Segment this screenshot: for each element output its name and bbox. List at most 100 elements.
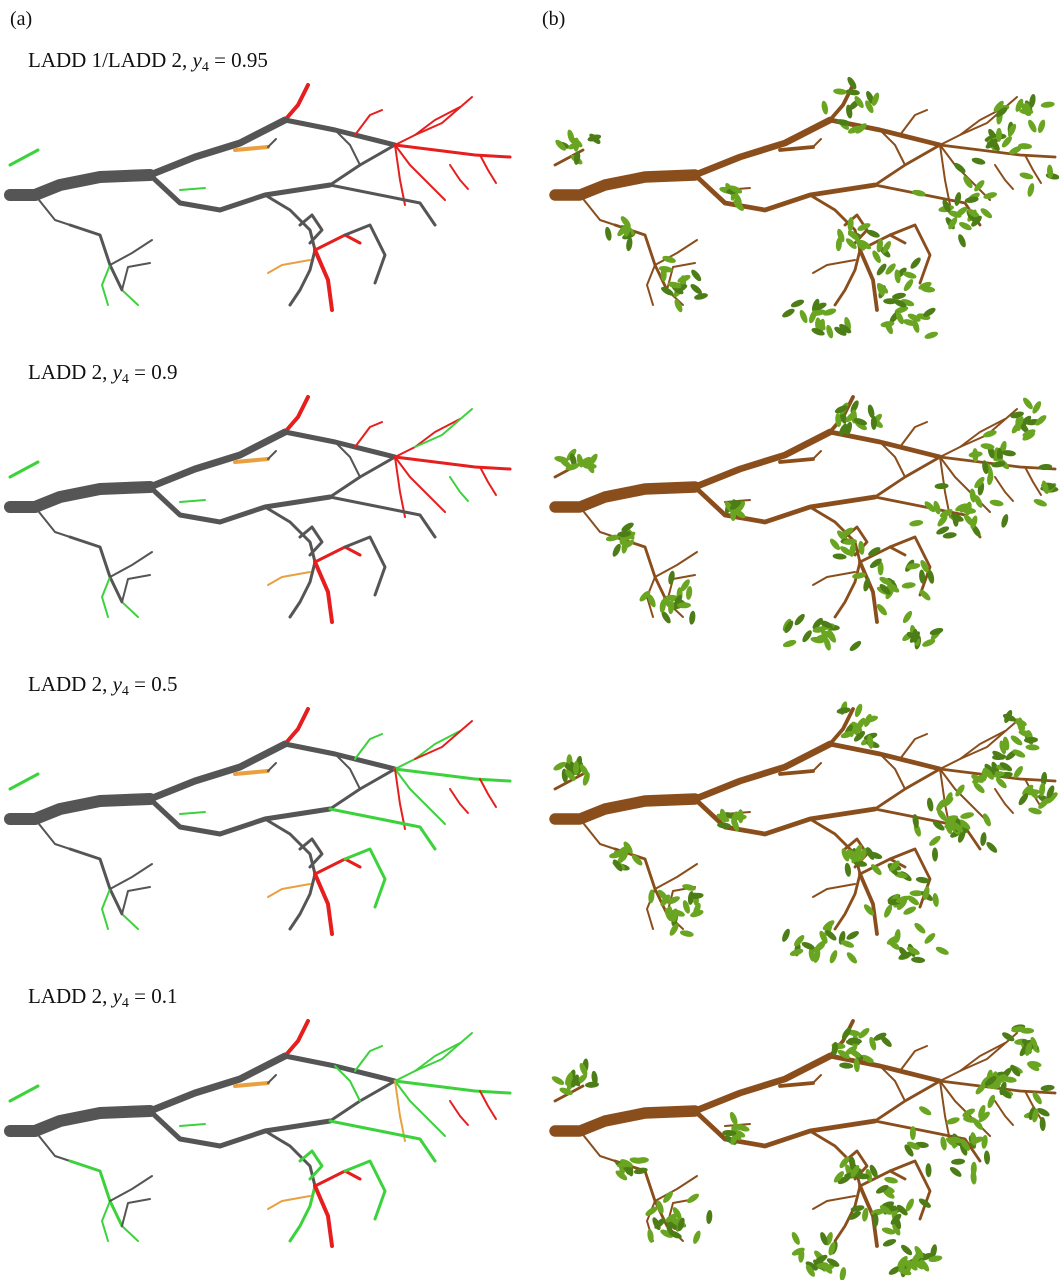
foliage-branch-mid-left — [813, 1196, 855, 1209]
skeleton-branch-cluster-d — [122, 263, 150, 290]
skeleton-branch-mid-right2 — [345, 1161, 385, 1219]
foliage-branch-mid-left — [813, 260, 855, 273]
leaf — [985, 840, 999, 854]
leaf — [932, 847, 938, 861]
skeleton-branch-mid-left — [268, 260, 310, 273]
leaf — [913, 921, 927, 935]
skeleton-branch-right-down2 — [395, 769, 405, 829]
foliage-panel-2 — [555, 372, 1055, 667]
skeleton-branch-left-stub — [10, 150, 38, 165]
skeleton-branch-short-stub — [235, 1083, 268, 1086]
leaf — [793, 612, 807, 627]
foliage-branch-main-right — [830, 432, 940, 457]
leaf — [981, 812, 992, 827]
leaf — [971, 156, 986, 165]
skeleton-panel-2 — [10, 397, 520, 657]
foliage-branch-mid-down2 — [860, 562, 877, 622]
skeleton-branch-right-low — [330, 185, 435, 225]
leaf — [1033, 497, 1048, 508]
leaf — [688, 610, 696, 625]
leaf-clusters — [554, 75, 1059, 340]
leaf — [934, 483, 948, 490]
leaf — [932, 893, 940, 908]
skeleton-branch-mid-left — [268, 884, 310, 897]
leaf — [928, 834, 943, 847]
skeleton-branch-left-cluster — [70, 849, 122, 914]
foliage-branch-right-twig2 — [1025, 467, 1041, 495]
leaf — [882, 903, 893, 918]
foliage-branch-stub-tip — [813, 763, 821, 771]
skeleton-branch-mid-right — [315, 1171, 360, 1186]
foliage-branch-short-stub — [780, 771, 813, 774]
leaf — [901, 609, 914, 624]
skeleton-branch-right-twig2 — [480, 1091, 496, 1119]
skeleton-branch-lower-main — [150, 1111, 330, 1146]
leaf — [1020, 1028, 1034, 1034]
leaf — [844, 862, 852, 877]
skeleton-branch-mid-branch — [265, 195, 315, 250]
leaf — [951, 1158, 965, 1165]
skeleton-branch-right-twig — [450, 789, 468, 813]
leaf — [682, 883, 697, 892]
skeleton-branch-small-green — [180, 188, 205, 190]
skeleton-branch-right-low — [330, 497, 435, 537]
skeleton-branch-mid-left — [268, 572, 310, 585]
skeleton-branch-stub-tip — [268, 139, 276, 147]
skeleton-branch-mid-upper — [355, 110, 382, 135]
skeleton-branch-mid-down2 — [315, 874, 332, 934]
skeleton-branch-mid-right2 — [345, 537, 385, 595]
leaf — [839, 1062, 853, 1069]
leaf — [1025, 744, 1039, 751]
foliage-branch-right-twig — [995, 165, 1013, 189]
foliage-branch-left-cluster — [615, 225, 667, 290]
leaf — [790, 298, 805, 309]
foliage-branch-mid-down2 — [860, 874, 877, 934]
leaf — [980, 832, 988, 847]
skeleton-branch-upper-tip — [285, 1021, 308, 1056]
skeleton-branch-cluster-c — [122, 290, 138, 305]
leaf — [926, 797, 934, 812]
skeleton-branch-cluster-b — [110, 1176, 152, 1201]
leaf — [925, 1163, 931, 1177]
skeleton-branch-cluster-c — [122, 1226, 138, 1241]
foliage-branch-lower-main — [695, 1111, 875, 1146]
foliage-branch-left-twig — [580, 507, 615, 537]
skeleton-branch-left-cluster — [70, 537, 122, 602]
skeleton-branch-lower-main-ext — [330, 457, 395, 497]
foliage-branch-right-twig — [995, 1101, 1013, 1125]
leaf — [790, 1231, 802, 1246]
skeleton-branch-mid-down2 — [315, 250, 332, 310]
leaf — [667, 570, 676, 585]
leaf — [953, 192, 962, 207]
skeleton-branch-trunk — [10, 1111, 150, 1131]
skeleton-branch-right-twig2 — [480, 467, 496, 495]
foliage-branch-cluster-b — [655, 552, 697, 577]
foliage-branch-right-down2 — [940, 145, 950, 205]
skeleton-branch-trunk — [10, 487, 150, 507]
leaf — [1026, 182, 1035, 197]
leaf — [798, 309, 809, 324]
skeleton-branch-right-down2 — [395, 145, 405, 205]
row-label-4: LADD 2, y4 = 0.1 — [28, 984, 178, 1012]
foliage-branch-trunk — [555, 799, 695, 819]
foliage-branch-lower-main — [695, 487, 875, 522]
leaf — [989, 499, 1004, 507]
leaf — [899, 1243, 913, 1257]
leaf — [839, 1267, 847, 1280]
leaf — [918, 1105, 933, 1118]
leaf — [923, 931, 937, 945]
skeleton-branch-small-green — [180, 812, 205, 814]
skeleton-branch-cluster-d — [122, 575, 150, 602]
leaf — [689, 268, 702, 283]
skeleton-branch-main-right — [285, 432, 395, 457]
skeleton-branch-left-stub — [10, 1086, 38, 1101]
skeleton-branch-small-green — [180, 500, 205, 502]
skeleton-branch-lower-main — [150, 799, 330, 834]
foliage-panel-3 — [555, 684, 1055, 979]
skeleton-branch-small-green — [180, 1124, 205, 1126]
skeleton-branch-left-stub — [10, 774, 38, 789]
foliage-branch-short-stub — [780, 1083, 813, 1086]
leaf — [737, 809, 743, 823]
foliage-branch-mid-upper — [900, 110, 927, 135]
leaf — [782, 639, 797, 649]
